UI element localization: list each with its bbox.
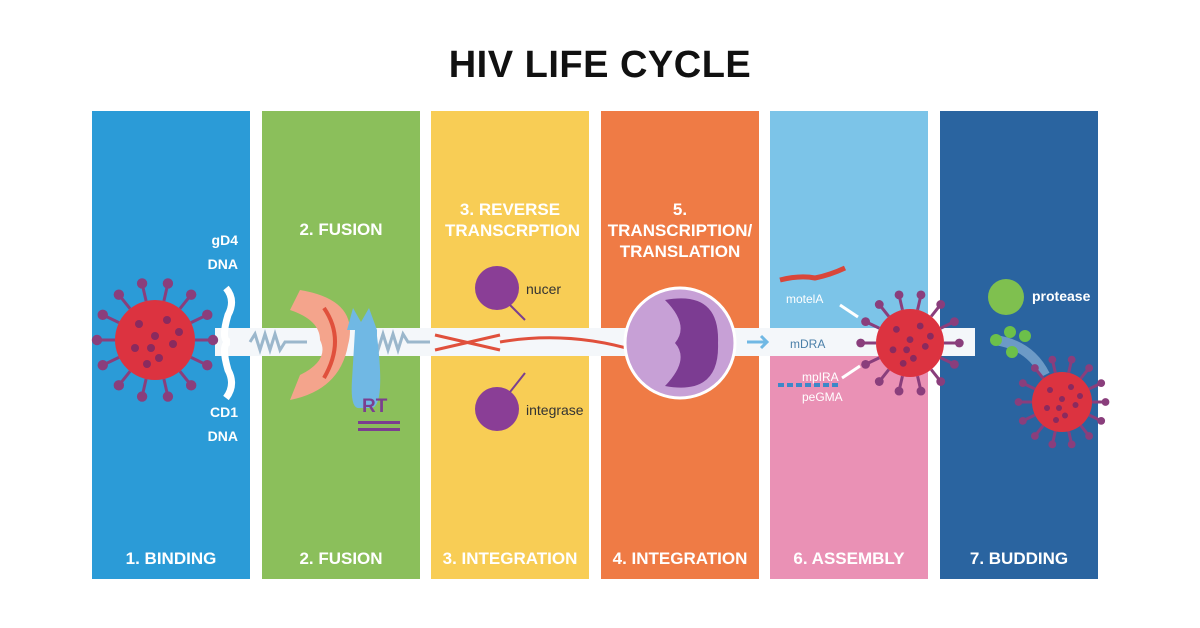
receptor-label: DNA — [207, 256, 238, 272]
arrow-icon — [839, 303, 861, 380]
arrow-icon — [747, 334, 770, 350]
coreceptor-label: CD1 — [209, 404, 238, 420]
receptor-icon — [221, 285, 235, 401]
stage-label: 4. INTEGRATION — [612, 549, 748, 568]
integrase-icon — [475, 387, 519, 431]
mrna-label: mDRA — [790, 337, 826, 351]
protein-label: motelA — [786, 292, 824, 306]
rna-label: peGMA — [802, 390, 843, 404]
reverse-transcriptase-icon — [347, 308, 381, 409]
stage-label: 7. BUDDING — [969, 549, 1069, 568]
nucer-label: nucer — [526, 281, 562, 297]
rna-label: mpIRA — [802, 370, 839, 384]
arrow-icon — [322, 306, 337, 380]
hiv-virus-icon — [856, 290, 964, 396]
coreceptor-label: DNA — [207, 428, 238, 444]
nucleocapsid-icon — [475, 266, 519, 310]
stage-label: 3. INTEGRATION — [442, 549, 578, 568]
protein-strand-icon — [779, 265, 847, 283]
rna-strand-icon — [248, 328, 307, 356]
integrase-label: integrase — [526, 402, 584, 418]
stage-label: 2. FUSION — [299, 549, 383, 568]
rt-label: RT — [362, 396, 388, 417]
stage-label: 1. BINDING — [125, 549, 217, 568]
receptor-label: gD4 — [211, 232, 238, 248]
protease-icon — [988, 279, 1024, 315]
stage-title: 2. FUSION — [299, 220, 383, 239]
hiv-virus-icon — [91, 278, 219, 402]
stage-title: 5. TRANSCRIPTION/ TRANSLATION — [607, 200, 753, 261]
hiv-virus-icon — [1014, 355, 1110, 449]
page-title: HIV LIFE CYCLE — [448, 44, 752, 86]
stage-title: 3. REVERSE TRANSCRPTION — [445, 200, 581, 240]
fusion-membrane-icon — [290, 290, 350, 400]
stage-label: 6. ASSEMBLY — [793, 549, 905, 568]
protease-label: protease — [1032, 288, 1091, 304]
